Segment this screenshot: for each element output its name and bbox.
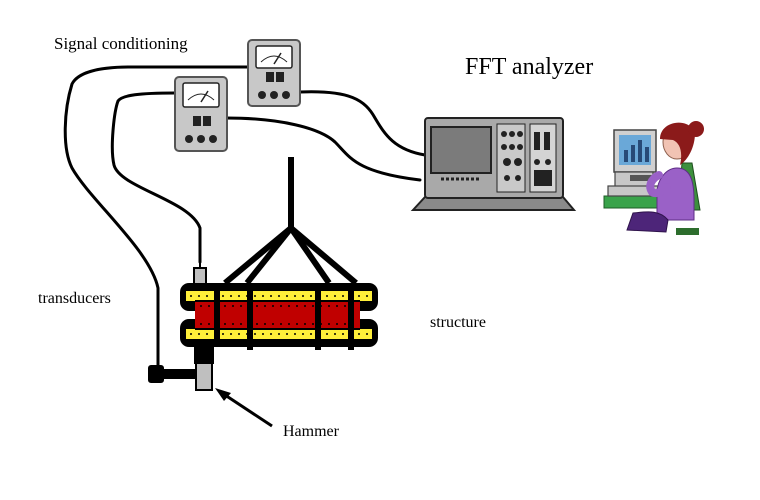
signal-conditioner-lower (174, 76, 228, 152)
cables (63, 65, 427, 370)
cable-upper-conditioner-to-analyzer (298, 90, 427, 157)
analog-meter-icon (182, 82, 220, 108)
structure-label: structure (430, 314, 486, 331)
cable-hammer-to-conditioner (63, 65, 250, 370)
person-at-computer-icon (603, 121, 704, 235)
impact-hammer-icon (148, 347, 273, 428)
hammer-label: Hammer (283, 423, 339, 440)
cable-transducer-to-conditioner (110, 91, 202, 264)
fft-analyzer-device (410, 117, 577, 211)
analog-meter-icon (255, 45, 293, 69)
accelerometer-icon (193, 260, 207, 285)
oscilloscope-icon (430, 126, 492, 174)
signal-conditioning-label: Signal conditioning (54, 34, 188, 53)
fft-analyzer-label: FFT analyzer (465, 54, 594, 80)
cable-lower-conditioner-to-analyzer (224, 116, 422, 182)
signal-conditioner-upper (247, 39, 301, 107)
transducers-label: transducers (38, 290, 111, 307)
beam-structure-icon (180, 157, 378, 350)
